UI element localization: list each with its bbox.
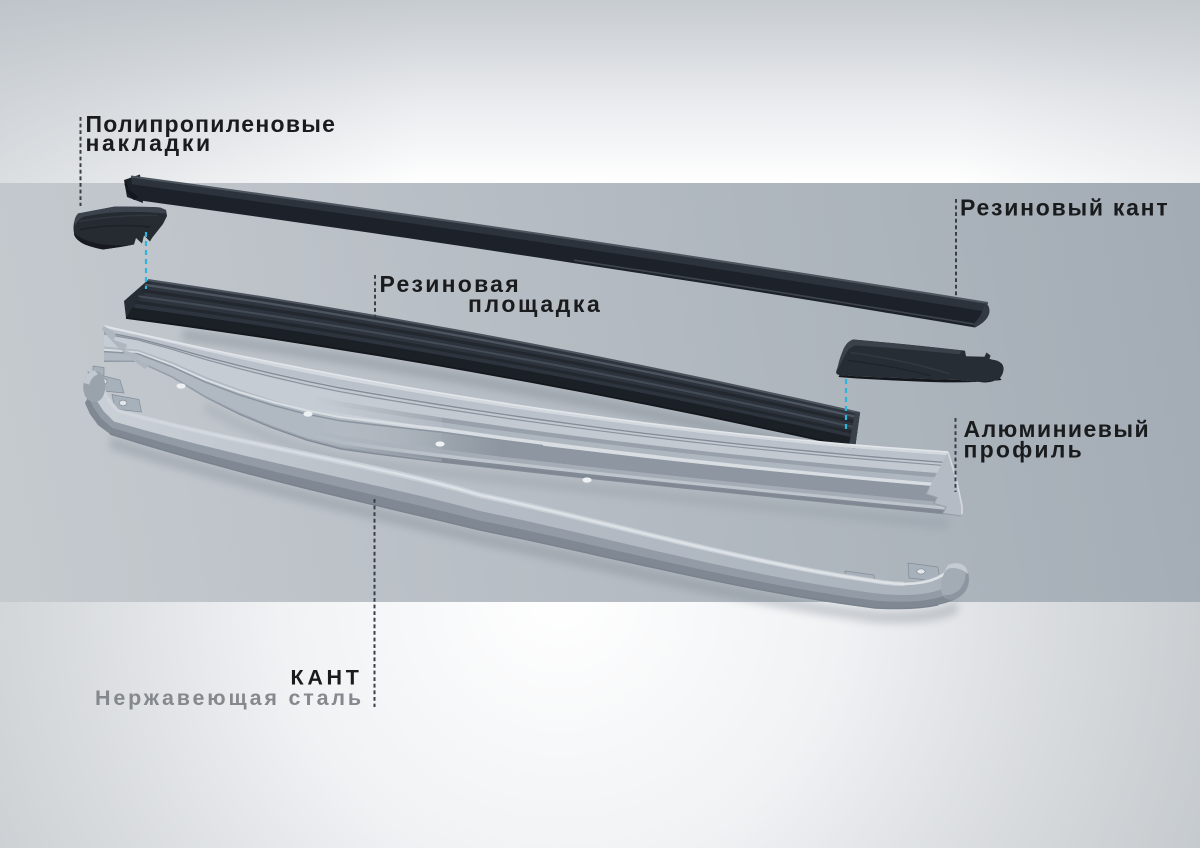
svg-text:Алюминиевый: Алюминиевый	[964, 416, 1151, 442]
svg-text:накладки: накладки	[86, 130, 213, 156]
svg-text:профиль: профиль	[964, 437, 1084, 463]
svg-text:КАНТ: КАНТ	[291, 666, 363, 690]
svg-text:Полипропиленовые: Полипропиленовые	[86, 111, 337, 137]
svg-text:Резиновый кант: Резиновый кант	[960, 195, 1169, 221]
svg-text:площадка: площадка	[468, 291, 602, 317]
svg-text:Нержавеющая сталь: Нержавеющая сталь	[95, 686, 364, 710]
svg-text:Резиновая: Резиновая	[380, 271, 521, 297]
